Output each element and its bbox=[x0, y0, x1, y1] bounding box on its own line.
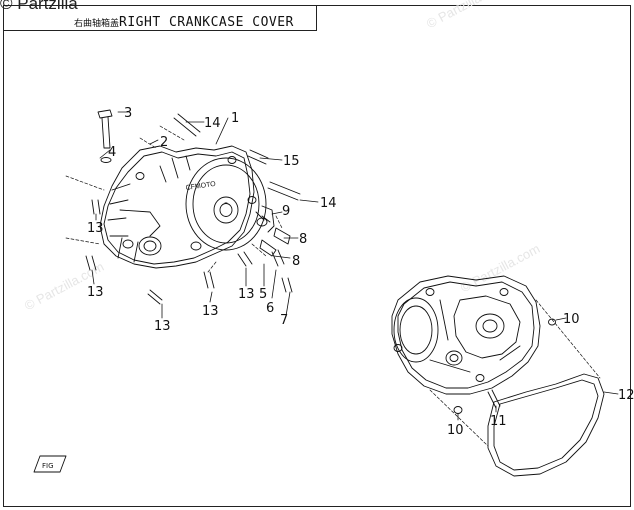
leader-lines bbox=[429, 299, 601, 447]
filler-bolt bbox=[97, 109, 113, 163]
diagram-title-cjk: 右曲轴箱盖 bbox=[74, 19, 120, 29]
callout-12: 12 bbox=[618, 388, 634, 403]
callout-2: 2 bbox=[160, 135, 168, 150]
corner-mark bbox=[33, 455, 67, 473]
callout-7: 7 bbox=[280, 313, 288, 328]
callout-13: 13 bbox=[202, 304, 219, 319]
corner-mark-label: FIG bbox=[42, 462, 54, 470]
right-crankcase-cover bbox=[99, 145, 275, 269]
diagram-frame bbox=[3, 5, 631, 507]
callout-10: 10 bbox=[563, 312, 580, 327]
callout-13: 13 bbox=[238, 287, 255, 302]
cover-inner-view bbox=[391, 275, 556, 414]
callout-13: 13 bbox=[154, 319, 171, 334]
callout-11: 11 bbox=[490, 414, 507, 429]
leader-lines bbox=[65, 125, 283, 273]
diagram-title-text: RIGHT CRANKCASE COVER bbox=[119, 15, 294, 30]
callout-15: 15 bbox=[283, 154, 300, 169]
callout-8: 8 bbox=[299, 232, 307, 247]
callout-6: 6 bbox=[266, 301, 274, 316]
callout-leaders bbox=[457, 317, 619, 421]
callout-8: 8 bbox=[292, 254, 300, 269]
callout-1: 1 bbox=[231, 111, 239, 126]
callout-10: 10 bbox=[447, 423, 464, 438]
callout-9: 9 bbox=[282, 204, 290, 219]
gasket bbox=[487, 373, 605, 477]
callout-4: 4 bbox=[108, 145, 116, 160]
callout-5: 5 bbox=[259, 287, 267, 302]
cover-logo: CFMOTO bbox=[185, 181, 216, 192]
copyright-mark: © Partzilla bbox=[0, 0, 78, 13]
diagram-title: 右曲轴箱盖RIGHT CRANKCASE COVER bbox=[74, 15, 294, 30]
callout-13: 13 bbox=[87, 221, 104, 236]
callout-13: 13 bbox=[87, 285, 104, 300]
plugs bbox=[256, 217, 291, 257]
callout-leaders bbox=[91, 111, 319, 319]
callout-14: 14 bbox=[204, 116, 221, 131]
title-box: 右曲轴箱盖RIGHT CRANKCASE COVER bbox=[3, 5, 317, 31]
callout-3: 3 bbox=[124, 106, 132, 121]
callout-14: 14 bbox=[320, 196, 337, 211]
